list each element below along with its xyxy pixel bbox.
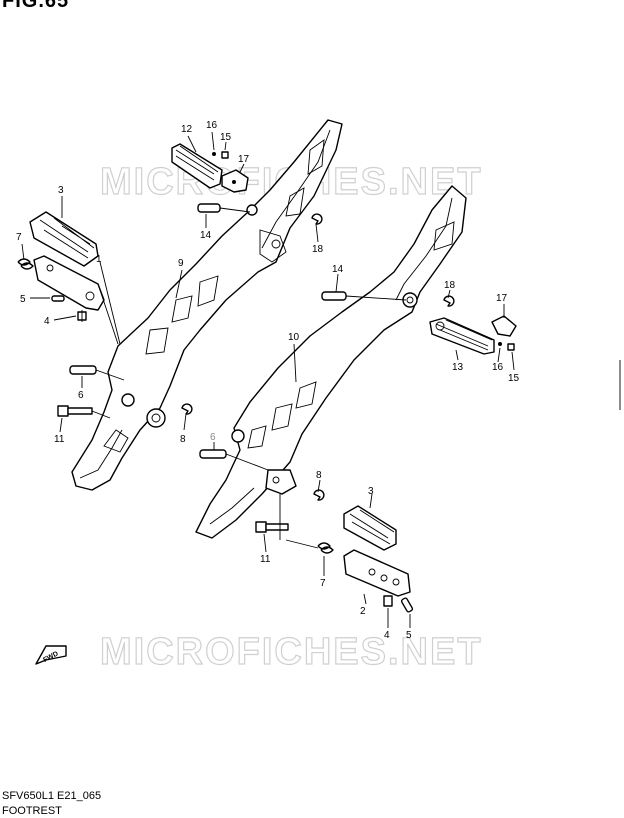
callout-14b: 14 [332, 264, 344, 275]
callout-16: 16 [206, 120, 218, 131]
right-step-pin [400, 597, 414, 613]
left-step-rubber [29, 211, 99, 267]
detent-ball [212, 152, 216, 156]
callout-numbers: 12 16 15 17 3 14 18 9 7 1 5 4 6 11 8 14 … [16, 120, 520, 641]
footpeg-pin-upper [197, 203, 251, 213]
callout-15: 15 [220, 132, 232, 143]
e-clip-left [181, 403, 193, 415]
e-clip-upper [311, 213, 323, 225]
leader-lines [21, 131, 515, 628]
right-step-rubber [343, 505, 397, 551]
footpeg-pin-right [321, 291, 407, 301]
figure-title: FOOTREST [2, 805, 62, 817]
right-return-spring [317, 542, 334, 554]
forward-direction-arrow: FWD [35, 645, 67, 665]
callout-2: 2 [360, 606, 366, 617]
detent-spring [221, 151, 229, 159]
callout-5b: 5 [406, 630, 412, 641]
callout-17: 17 [238, 154, 250, 165]
right-bracket-pin [199, 449, 269, 471]
right-step-holder [343, 549, 411, 597]
left-step-bolt [77, 310, 87, 322]
callout-4: 4 [44, 316, 50, 327]
callout-17b: 17 [496, 293, 508, 304]
callout-15b: 15 [508, 373, 520, 384]
right-bracket-bolt [255, 521, 289, 533]
callout-11: 11 [54, 434, 65, 445]
callout-14: 14 [200, 230, 212, 241]
callout-5: 5 [20, 294, 26, 305]
e-clip-right-lower [313, 489, 325, 501]
callout-18b: 18 [444, 280, 456, 291]
right-footrest-bracket [195, 185, 467, 539]
left-bracket-pin [69, 365, 125, 381]
right-detent-ball [498, 342, 502, 346]
left-footrest-bracket [71, 119, 343, 491]
callout-4b: 4 [384, 630, 390, 641]
left-rider-footpeg [171, 143, 249, 193]
pivot-boss [146, 408, 166, 428]
left-step-pin [51, 295, 65, 302]
right-detent-spring [507, 343, 515, 351]
callout-9: 9 [178, 258, 184, 269]
callout-1: 1 [96, 254, 102, 265]
callout-3: 3 [58, 185, 64, 196]
callout-11b: 11 [260, 554, 271, 565]
left-bracket-bolt [57, 405, 111, 419]
right-step-bolt [383, 595, 393, 607]
callout-13: 13 [452, 362, 464, 373]
callout-7: 7 [16, 232, 22, 243]
callout-8b: 8 [316, 470, 322, 481]
left-step-holder [33, 255, 119, 345]
e-clip-right [443, 295, 455, 307]
callout-6b: 6 [210, 432, 216, 443]
callout-12: 12 [181, 124, 193, 135]
callout-18: 18 [312, 244, 324, 255]
watermark-bottom: MICROFICHES.NET [100, 631, 483, 673]
callout-10: 10 [288, 332, 300, 343]
figure-code: SFV650L1 E21_065 [2, 790, 102, 802]
callout-8: 8 [180, 434, 186, 445]
callout-7b: 7 [320, 578, 326, 589]
figure-label: FIG.65 [2, 0, 70, 12]
left-return-spring [17, 258, 34, 270]
callout-16b: 16 [492, 362, 504, 373]
right-rider-footpeg [429, 315, 517, 355]
callout-3b: 3 [368, 486, 374, 497]
callout-6: 6 [78, 390, 84, 401]
